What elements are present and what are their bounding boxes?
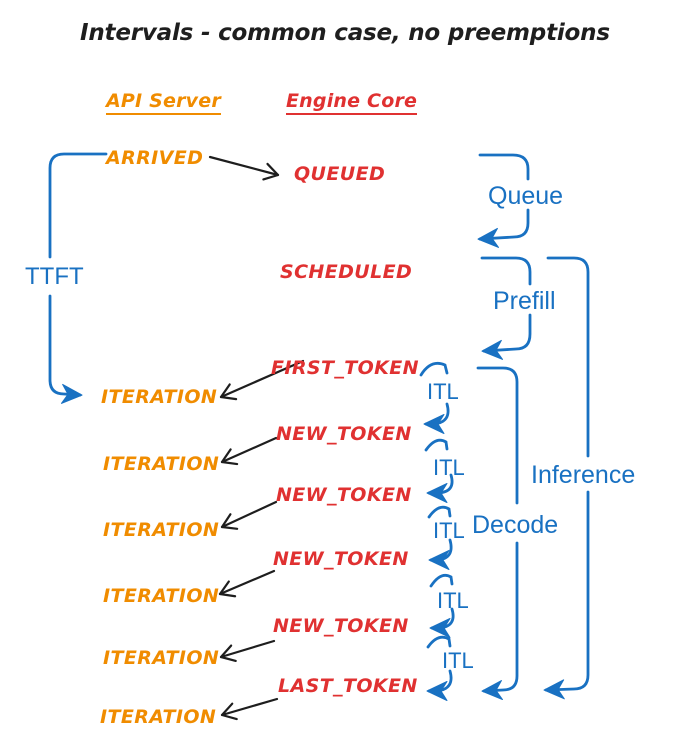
- column-header-api-server: API Server: [106, 90, 221, 115]
- prefill-bracket: [480, 256, 532, 360]
- interval-label-itl-2: ITL: [433, 455, 465, 480]
- interval-label-prefill: Prefill: [493, 287, 556, 315]
- interval-label-inference: Inference: [531, 461, 636, 489]
- event-new-token-3: NEW_TOKEN: [273, 548, 409, 570]
- event-iteration-5: ITERATION: [103, 647, 220, 669]
- interval-label-itl-4: ITL: [437, 588, 469, 613]
- event-iteration-6: ITERATION: [100, 706, 217, 728]
- event-iteration-4: ITERATION: [103, 585, 220, 607]
- decode-bracket: [476, 366, 519, 701]
- arrow-arrived-to-queued: [208, 155, 280, 181]
- itl-bracket-2: [424, 438, 454, 503]
- arrow-newtoken1-to-iteration: [220, 436, 278, 466]
- event-iteration-3: ITERATION: [103, 519, 220, 541]
- interval-brackets: [48, 152, 590, 701]
- event-arrived: ARRIVED: [106, 147, 204, 169]
- event-new-token-1: NEW_TOKEN: [276, 423, 412, 445]
- interval-label-ttft: TTFT: [25, 263, 84, 290]
- queue-bracket: [477, 153, 530, 248]
- itl-bracket-4: [429, 573, 455, 638]
- diagram-title: Intervals - common case, no preemptions: [80, 20, 610, 46]
- itl-bracket-1: [419, 361, 450, 434]
- event-first-token: FIRST_TOKEN: [271, 357, 419, 379]
- arrow-lasttoken-to-iteration: [220, 697, 279, 721]
- arrow-newtoken3-to-iteration: [218, 569, 276, 598]
- event-new-token-2: NEW_TOKEN: [276, 484, 412, 506]
- interval-label-itl-5: ITL: [442, 648, 474, 673]
- arrow-firsttoken-to-iteration: [219, 359, 305, 401]
- arrow-newtoken4-to-iteration: [219, 639, 276, 663]
- ttft-bracket: [48, 152, 108, 404]
- event-iteration-1: ITERATION: [101, 386, 218, 408]
- interval-label-itl-1: ITL: [427, 379, 459, 404]
- interval-label-decode: Decode: [472, 511, 559, 539]
- event-queued: QUEUED: [294, 163, 386, 185]
- black-event-arrows: [208, 155, 305, 721]
- arrow-newtoken2-to-iteration: [220, 500, 278, 530]
- interval-label-itl-3: ITL: [433, 518, 465, 543]
- column-header-engine-core: Engine Core: [286, 90, 418, 115]
- itl-bracket-5: [426, 635, 453, 701]
- interval-label-queue: Queue: [488, 182, 564, 210]
- event-scheduled: SCHEDULED: [280, 261, 413, 283]
- inference-bracket: [543, 256, 590, 700]
- event-new-token-4: NEW_TOKEN: [273, 615, 409, 637]
- event-iteration-2: ITERATION: [103, 453, 220, 475]
- itl-bracket-3: [427, 505, 453, 570]
- event-last-token: LAST_TOKEN: [278, 675, 418, 697]
